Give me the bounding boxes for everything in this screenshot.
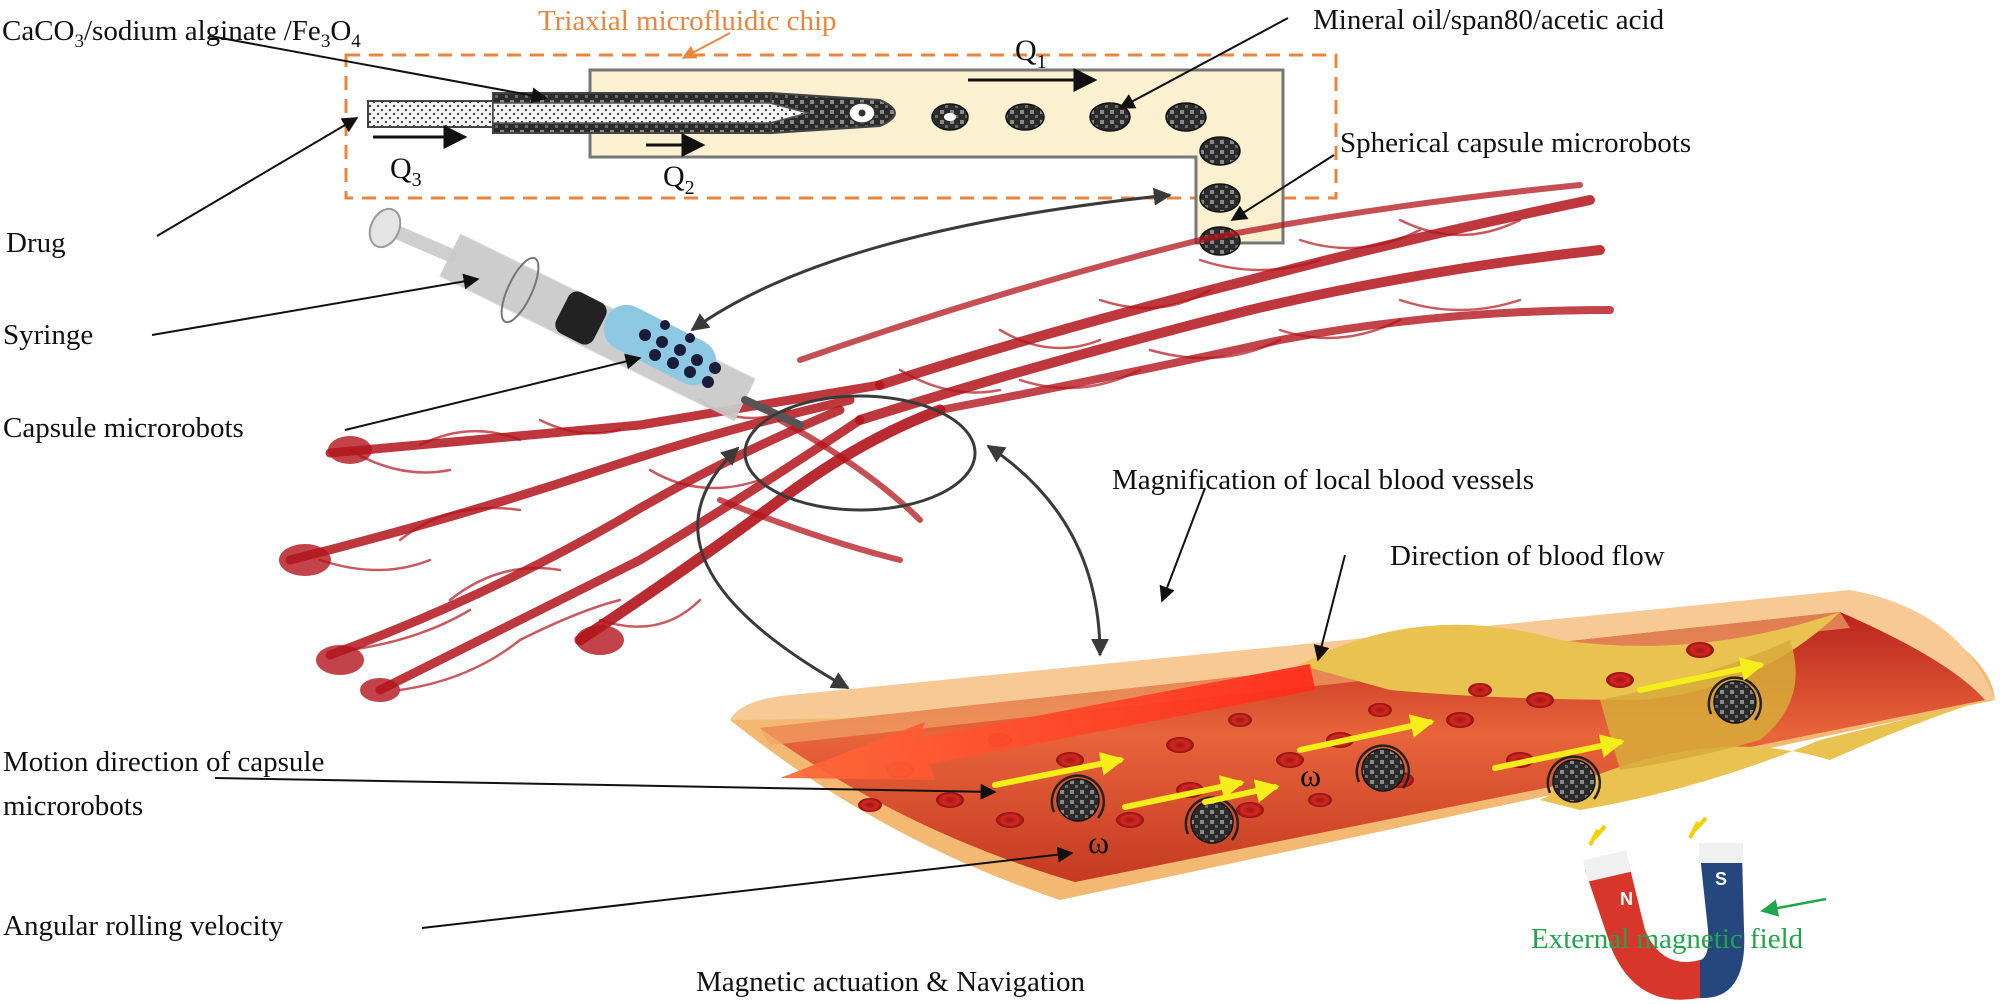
chip-title-label: Triaxial microfluidic chip <box>538 5 837 37</box>
magnet-blue-tip <box>1699 843 1743 863</box>
syringe-capsules <box>639 320 721 388</box>
caco3-label: CaCO3/sodium alginate /Fe3O4 <box>2 15 361 52</box>
horseshoe-magnet <box>1583 816 1745 1000</box>
syringe <box>368 207 804 429</box>
inner-stream <box>492 102 811 124</box>
mineral-oil-label: Mineral oil/span80/acetic acid <box>1313 4 1665 36</box>
q1-label: Q1 <box>1015 34 1047 73</box>
magnification-circle <box>743 394 977 512</box>
omega-symbol: ω <box>1300 757 1321 793</box>
blood-flow-label: Direction of blood flow <box>1390 540 1665 572</box>
magnet-red-tip <box>1583 850 1631 882</box>
magnet-s-label: S <box>1715 869 1727 889</box>
microrobot <box>1050 774 1106 822</box>
magnet-spark-right <box>1688 816 1708 839</box>
drug-label: Drug <box>6 227 66 259</box>
connector-arrows <box>690 187 1172 690</box>
leader-lines <box>151 17 1346 929</box>
syringe-plunger <box>555 291 607 345</box>
syringe-finger-grip <box>500 256 540 324</box>
magnet-blue-arm <box>1700 852 1745 999</box>
magnetic-actuation-label: Magnetic actuation & Navigation <box>696 966 1085 998</box>
syringe-needle <box>741 396 804 429</box>
chip-title-arrow <box>681 32 731 59</box>
magnified-vessel <box>730 590 1995 900</box>
plaque-bottom <box>1540 700 1985 810</box>
blood-flow-arrow <box>780 664 1315 780</box>
magnification-label: Magnification of local blood vessels <box>1112 464 1534 496</box>
microrobot <box>1707 676 1763 724</box>
magnet-red-arm <box>1585 860 1712 1000</box>
q2-label: Q2 <box>663 160 695 199</box>
angular-velocity-label: Angular rolling velocity <box>3 910 284 942</box>
drug-capillary <box>367 100 494 128</box>
external-field-arrow <box>1760 897 1827 917</box>
motion-direction-label-line2: microrobots <box>3 790 143 822</box>
capsule-microrobots-label: Capsule microrobots <box>3 412 244 444</box>
omega-symbol: ω <box>1088 824 1109 860</box>
magnet-n-label: N <box>1620 889 1633 909</box>
magnet-spark-left <box>1588 824 1607 846</box>
microrobot <box>1355 744 1411 792</box>
external-field-label: External magnetic field <box>1531 923 1804 955</box>
motion-direction-label-line1: Motion direction of capsule <box>3 746 324 778</box>
microfluidic-chip <box>344 53 1338 256</box>
motion-arrows <box>992 657 1765 810</box>
syringe-label: Syringe <box>3 319 93 351</box>
q3-label: Q3 <box>390 152 422 191</box>
spherical-capsule-label: Spherical capsule microrobots <box>1340 127 1691 159</box>
vessel-microrobots <box>1050 676 1763 844</box>
microrobot <box>1546 755 1602 803</box>
